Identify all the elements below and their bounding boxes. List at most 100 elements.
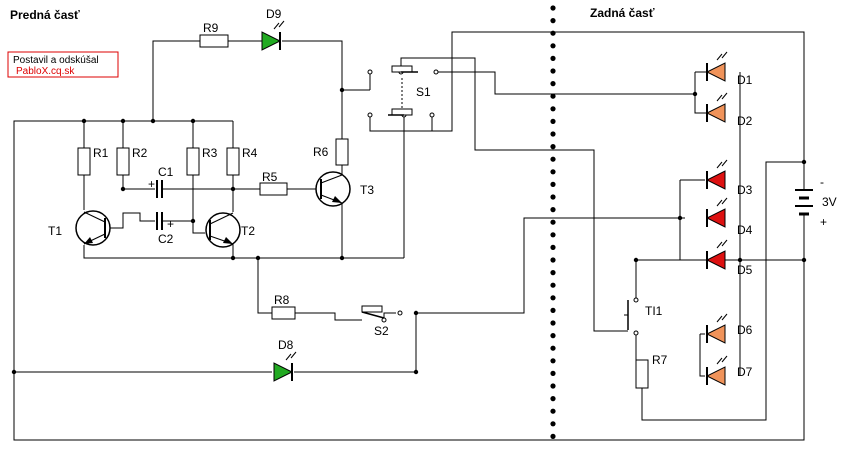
junction-dot [677, 215, 683, 221]
junction-dots [11, 87, 807, 375]
led-d9: D9 [261, 7, 285, 51]
front-back-separator [550, 5, 556, 439]
label-d4: D4 [737, 223, 753, 237]
c2-plus-mark: + [167, 217, 174, 231]
wiring [13, 31, 805, 441]
led-d4: D4 [705, 197, 753, 237]
led-d7: D7 [705, 355, 753, 386]
resistor-r6: R6 [313, 138, 349, 166]
led-d8: D8 [273, 338, 297, 382]
label-d9: D9 [266, 7, 282, 21]
separator-dot [550, 131, 556, 137]
label-t2: T2 [241, 224, 255, 238]
separator-dot [550, 370, 556, 376]
separator-dot [550, 144, 556, 150]
junction-dot [190, 118, 196, 124]
c1-plus-mark: + [148, 177, 155, 191]
separator-dot [550, 421, 556, 427]
label-d1: D1 [737, 73, 753, 87]
label-r5: R5 [262, 170, 278, 184]
led-d5: D5 [705, 239, 753, 277]
label-d6: D6 [737, 323, 753, 337]
separator-dot [550, 244, 556, 250]
resistor-r2: R2 [116, 146, 148, 176]
front-part-title: Predná časť [10, 8, 80, 22]
label-r8: R8 [274, 293, 290, 307]
led-d3: D3 [705, 159, 753, 197]
transistor-t3: T3 [315, 171, 374, 207]
junction-dot [120, 118, 126, 124]
label-d8: D8 [278, 338, 294, 352]
switch-s1: S1 [367, 65, 439, 118]
transistor-t1: T1 [48, 210, 111, 246]
label-r9: R9 [203, 21, 219, 35]
battery: - 3V + [795, 162, 837, 260]
separator-dot [550, 295, 556, 301]
label-r3: R3 [202, 146, 218, 160]
separator-dot [550, 43, 556, 49]
junction-dot [230, 186, 236, 192]
separator-dot [550, 358, 556, 364]
junction-dot [190, 218, 196, 224]
author-credit: Postavil a odskúšal PabloX.cq.sk [7, 51, 119, 78]
capacitor-c2: C2 + [156, 212, 174, 246]
separator-dot [550, 345, 556, 351]
label-c2: C2 [158, 232, 174, 246]
separator-dot [550, 320, 556, 326]
label-ti1: TI1 [645, 304, 663, 318]
separator-dot [550, 383, 556, 389]
label-r7: R7 [652, 353, 668, 367]
junction-dot [339, 255, 345, 261]
separator-dot [550, 118, 556, 124]
separator-dot [550, 93, 556, 99]
resistor-r8: R8 [271, 293, 296, 320]
junction-dot [413, 369, 419, 375]
label-t1: T1 [48, 224, 62, 238]
transistor-t2: T2 [205, 212, 255, 248]
led-d2: D2 [705, 92, 753, 128]
junction-dot [633, 257, 639, 263]
label-d3: D3 [737, 183, 753, 197]
separator-dot [550, 18, 556, 24]
separator-dot [550, 194, 556, 200]
junction-dot [11, 369, 17, 375]
separator-dot [550, 219, 556, 225]
label-r1: R1 [93, 146, 109, 160]
led-d6: D6 [705, 313, 753, 344]
pushbutton-ti1: TI1 [624, 297, 663, 336]
separator-dot [550, 81, 556, 87]
junction-dot [230, 255, 236, 261]
label-s2: S2 [374, 324, 389, 338]
label-d5: D5 [737, 263, 753, 277]
separator-dot [550, 396, 556, 402]
junction-dot [737, 257, 743, 263]
separator-dot [550, 106, 556, 112]
junction-dot [81, 118, 87, 124]
capacitor-c1: C1 + [148, 165, 174, 198]
separator-dot [550, 55, 556, 62]
separator-dot [550, 68, 556, 74]
separator-dot [550, 181, 556, 187]
junction-dot [120, 186, 126, 192]
battery-voltage: 3V [822, 195, 837, 209]
resistor-r7: R7 [635, 353, 668, 389]
junction-dot [339, 87, 345, 93]
label-r4: R4 [242, 146, 258, 160]
resistor-r5: R5 [259, 170, 288, 196]
label-d2: D2 [737, 114, 753, 128]
credit-line-2: PabloX.cq.sk [16, 66, 75, 77]
battery-plus: + [820, 215, 827, 229]
separator-dot [550, 433, 556, 439]
label-c1: C1 [158, 165, 174, 179]
battery-minus: - [820, 175, 824, 189]
junction-dot [255, 255, 261, 261]
label-t3: T3 [360, 183, 374, 197]
separator-dot [550, 156, 556, 162]
label-r2: R2 [132, 146, 148, 160]
junction-dot [692, 91, 698, 97]
resistor-r3: R3 [186, 146, 218, 176]
separator-dot [550, 408, 556, 414]
resistor-r9: R9 [199, 21, 229, 48]
